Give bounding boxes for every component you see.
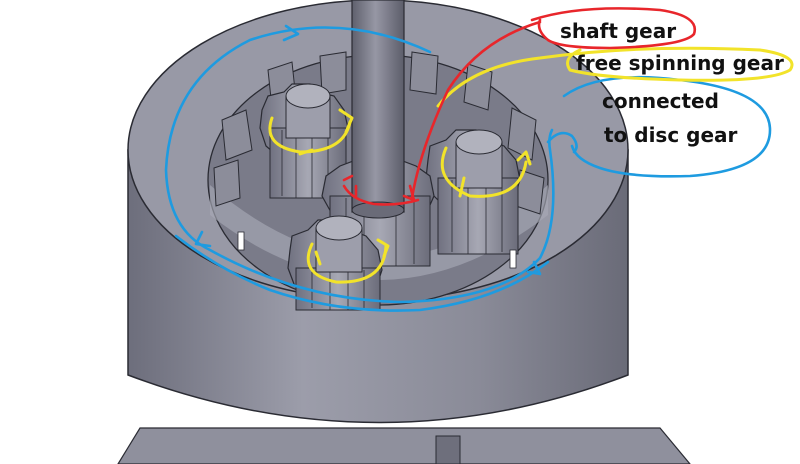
central-shaft (351, 0, 405, 219)
planet-gear-top-left (259, 83, 349, 199)
ring-gear-teeth (213, 51, 545, 215)
label-connected: connected (602, 89, 719, 113)
label-shaft-gear: shaft gear (560, 19, 676, 43)
wall-gap-left (237, 231, 245, 251)
label-free-spinning-gear: free spinning gear (576, 51, 784, 75)
base-flange (117, 427, 691, 464)
red-annotation-strokes (342, 7, 697, 206)
label-to-disc-gear: to disc gear (604, 123, 738, 147)
wall-gap-right (509, 249, 517, 269)
yellow-annotation-strokes (268, 46, 794, 284)
